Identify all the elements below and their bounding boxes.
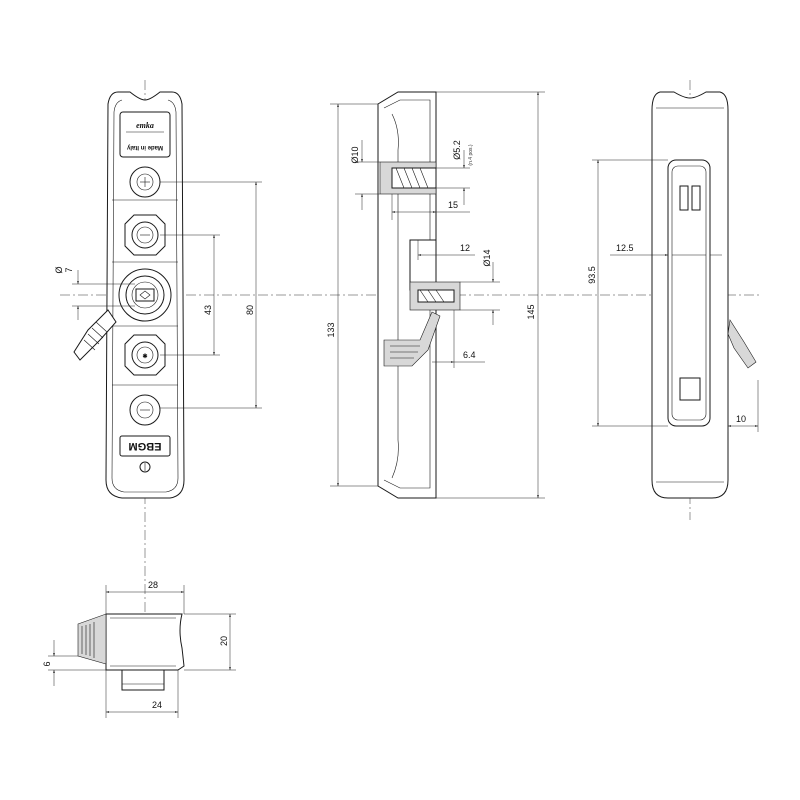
svg-text:Ø14: Ø14 [482,249,492,266]
svg-text:12: 12 [460,243,470,253]
svg-text:6.4: 6.4 [463,350,476,360]
svg-text:28: 28 [148,580,158,590]
svg-text:93.5: 93.5 [587,266,597,284]
svg-text:24: 24 [152,700,162,710]
rear-mounting-plate [667,159,711,427]
front-bolt-bottom [129,394,161,426]
main-lock-cylinder [118,268,172,322]
svg-text:145: 145 [526,304,536,319]
svg-text:Ø10: Ø10 [350,146,360,163]
svg-text:20: 20 [219,636,229,646]
svg-text:(n.4 pos.): (n.4 pos.) [468,144,474,165]
svg-text:12.5: 12.5 [616,243,634,253]
model-label: EBGM [129,440,162,452]
brand-plate [119,111,171,158]
brand-logo: emka [136,121,154,130]
front-handle-lever [73,309,117,361]
svg-text:133: 133 [326,322,336,337]
svg-text:80: 80 [245,305,255,315]
front-bolt-top [129,166,161,198]
made-in-italy-label: Made in Italy [126,144,163,150]
svg-text:Ø5.2: Ø5.2 [452,140,462,160]
front-view: emka Made in Italy [54,91,262,499]
bottom-handle-lever [77,613,107,665]
side-view: 133 145 Ø10 Ø5.2 (n.4 pos.) 15 12 Ø14 [326,91,545,499]
svg-text:6: 6 [42,661,52,666]
svg-text:7: 7 [64,267,74,272]
svg-text:✱: ✱ [142,353,147,360]
bottom-view: 28 20 6 24 [42,580,236,718]
bottom-lock-stub [121,669,165,691]
rear-view: 93.5 12.5 10 [587,91,759,499]
svg-text:43: 43 [203,305,213,315]
rear-handle-lever [727,319,757,369]
svg-text:15: 15 [448,200,458,210]
svg-text:Ø: Ø [54,266,64,273]
side-handle-lever [383,311,441,367]
front-bolt-upper [124,214,166,256]
front-bolt-lower: ✱ [124,334,166,376]
svg-text:10: 10 [736,414,746,424]
